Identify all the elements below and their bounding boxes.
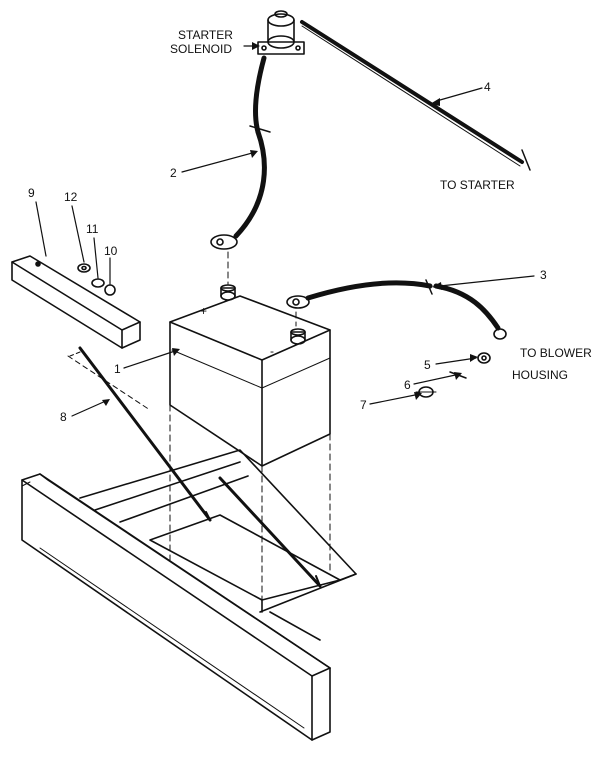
callout-9: 9 (28, 186, 35, 200)
callout-3: 3 (540, 268, 547, 282)
cable-to-starter (300, 20, 531, 171)
callout-1: 1 (114, 362, 121, 376)
callout-8: 8 (60, 410, 67, 424)
callout-4: 4 (484, 80, 491, 94)
to-starter-label: TO STARTER (440, 178, 515, 192)
positive-cable (210, 55, 271, 250)
starter-solenoid-label-line1: STARTER (178, 28, 233, 42)
callout-5: 5 (424, 358, 431, 372)
to-blower-label-line2: HOUSING (512, 368, 569, 382)
battery (169, 284, 331, 467)
callout-12: 12 (64, 190, 78, 204)
callout-11: 11 (86, 222, 99, 236)
hardware-5-6-7 (415, 352, 491, 398)
starter-solenoid-label-line2: SOLENOID (170, 42, 233, 56)
battery-positive-mark: + (200, 304, 208, 318)
callout-10: 10 (104, 244, 118, 258)
battery-negative-mark: - (270, 344, 274, 358)
callout-2: 2 (170, 166, 177, 180)
hardware-10-11-12 (77, 263, 116, 296)
projection-lines (169, 251, 331, 613)
hold-down-bracket (11, 255, 141, 349)
to-blower-label-line1: TO BLOWER (520, 346, 592, 360)
frame-rail (21, 473, 331, 741)
ground-cable (286, 279, 507, 340)
leader-lines (35, 45, 535, 417)
callout-6: 6 (404, 378, 411, 392)
leader-arrowheads (102, 42, 478, 406)
hold-down-rod (67, 346, 322, 588)
callout-7: 7 (360, 398, 367, 412)
starter-solenoid (257, 10, 305, 55)
battery-tray (79, 449, 357, 641)
